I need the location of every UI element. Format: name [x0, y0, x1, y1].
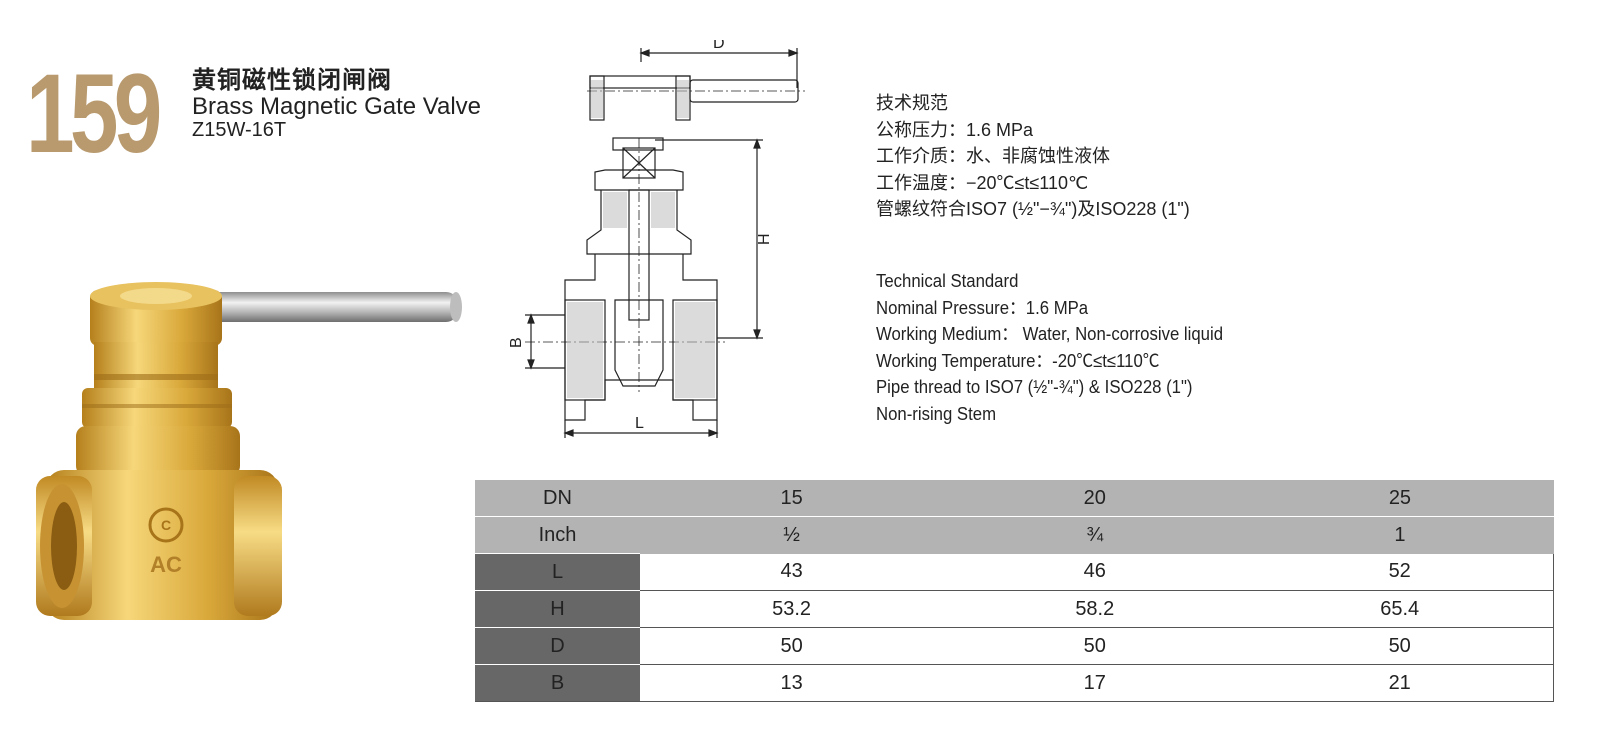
table-cell: 43: [640, 553, 944, 591]
spec-en-medium: Working Medium： Water, Non-corrosive liq…: [876, 324, 1224, 344]
spec-cn-pressure: 公称压力：1.6 MPa: [876, 119, 1034, 140]
table-row: H 53.2 58.2 65.4: [475, 590, 1555, 628]
table-row-label: B: [475, 664, 640, 702]
table-cell: 65.4: [1246, 590, 1555, 628]
dimension-l-label: L: [635, 415, 644, 432]
svg-text:C: C: [161, 517, 171, 533]
valve-handle: [206, 292, 462, 322]
table-header-row-inch: Inch ½ ¾ 1: [475, 516, 1554, 554]
table-cell: 13: [640, 664, 944, 702]
table-cell: 50: [1246, 627, 1555, 665]
table-header-cell: 15: [640, 480, 944, 517]
spec-cn-heading: 技术规范: [876, 93, 948, 113]
product-title-cn: 黄铜磁性锁闭闸阀: [192, 67, 392, 94]
technical-drawing: D H B L: [508, 40, 805, 438]
technical-spec-cn: 技术规范 公称压力：1.6 MPa 工作介质：水、非腐蚀性液体 工作温度：−20…: [876, 90, 1190, 223]
table-cell: 50: [640, 627, 944, 665]
spec-en-temperature: Working Temperature：-20℃≤t≤110℃: [876, 350, 1160, 371]
dimension-b-label: B: [508, 337, 525, 348]
valve-bonnet: [82, 282, 232, 428]
table-cell: 52: [1246, 553, 1555, 591]
spec-cn-thread: 管螺纹符合ISO7 (½"−¾")及ISO228 (1"): [876, 199, 1190, 219]
spec-en-thread: Pipe thread to ISO7 (½"-¾") & ISO228 (1"…: [876, 377, 1193, 397]
valve-body: C AC: [36, 426, 282, 620]
dimension-table: DN 15 20 25 Inch ½ ¾ 1 L 43 46 52 H 53.2…: [475, 480, 1555, 702]
spec-en-heading: Technical Standard: [876, 271, 1019, 291]
product-title-en: Brass Magnetic Gate Valve: [192, 92, 482, 120]
table-header-label: Inch: [475, 516, 640, 554]
dimension-h-label: H: [756, 233, 773, 245]
valve-logo-text: AC: [150, 552, 182, 577]
table-header-row-dn: DN 15 20 25: [475, 480, 1554, 517]
product-model-code: Z15W-16T: [192, 118, 287, 141]
table-cell: 50: [943, 627, 1247, 665]
table-header-cell: 25: [1246, 480, 1554, 517]
table-header-cell: 20: [943, 480, 1247, 517]
spec-cn-temperature: 工作温度：−20℃≤t≤110℃: [876, 172, 1089, 193]
table-cell: 46: [943, 553, 1247, 591]
table-header-label: DN: [475, 480, 640, 517]
table-row-label: L: [475, 553, 640, 591]
table-row-label: D: [475, 627, 640, 665]
table-cell: 58.2: [943, 590, 1247, 628]
table-row: B 13 17 21: [475, 664, 1555, 702]
dimension-d-label: D: [713, 40, 725, 52]
table-row-label: H: [475, 590, 640, 628]
table-header-cell: ½: [640, 516, 944, 554]
table-row: D 50 50 50: [475, 627, 1555, 665]
table-row: L 43 46 52: [475, 553, 1555, 591]
table-header-cell: 1: [1246, 516, 1554, 554]
table-cell: 17: [943, 664, 1247, 702]
spec-en-pressure: Nominal Pressure：1.6 MPa: [876, 297, 1089, 318]
valve-photo: C AC: [36, 282, 462, 620]
spec-cn-medium: 工作介质：水、非腐蚀性液体: [876, 146, 1110, 166]
table-cell: 21: [1246, 664, 1555, 702]
technical-spec-en: Technical Standard Nominal Pressure：1.6 …: [876, 268, 1223, 427]
product-title: 黄铜磁性锁闭闸阀 Brass Magnetic Gate Valve Z15W-…: [192, 68, 481, 141]
table-cell: 53.2: [640, 590, 944, 628]
table-header-cell: ¾: [943, 516, 1247, 554]
spec-en-stem: Non-rising Stem: [876, 403, 997, 424]
model-number: 159: [26, 51, 162, 176]
